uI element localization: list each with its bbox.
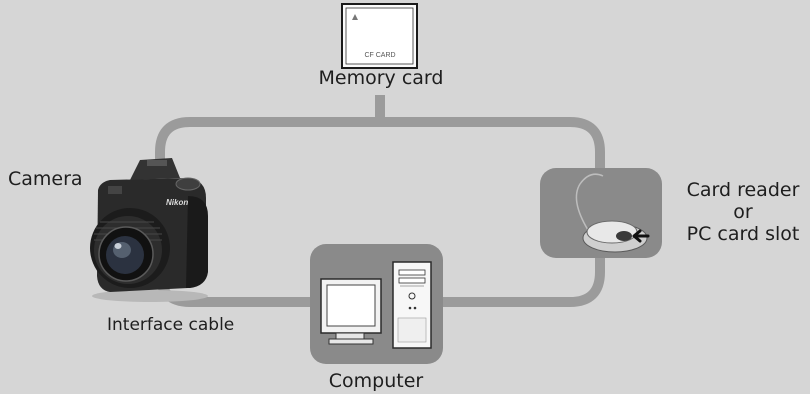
memory-card-icon: CF CARD xyxy=(341,3,418,69)
memory-card-label: Memory card xyxy=(318,67,444,89)
camera-brand-text: Nikon xyxy=(166,198,188,207)
camera-label: Camera xyxy=(8,168,83,190)
camera-icon: Nikon xyxy=(90,158,208,302)
computer-label: Computer xyxy=(328,370,424,392)
reader-bottom-connector xyxy=(443,258,605,307)
memory-card-text: CF CARD xyxy=(364,52,395,59)
card-reader-label-line3: PC card slot xyxy=(686,223,800,245)
top-loop-connector xyxy=(190,117,605,170)
card-reader-icon xyxy=(540,168,662,258)
card-reader-label-line1: Card reader xyxy=(686,179,800,201)
interface-cable-label: Interface cable xyxy=(107,315,235,335)
computer-icon xyxy=(310,244,443,364)
camera-top-connector xyxy=(155,117,191,170)
insert-arrow-icon xyxy=(632,229,650,243)
card-reader-label-line2: or xyxy=(733,201,753,223)
card-reader-label: Card reader or PC card slot xyxy=(680,179,806,245)
